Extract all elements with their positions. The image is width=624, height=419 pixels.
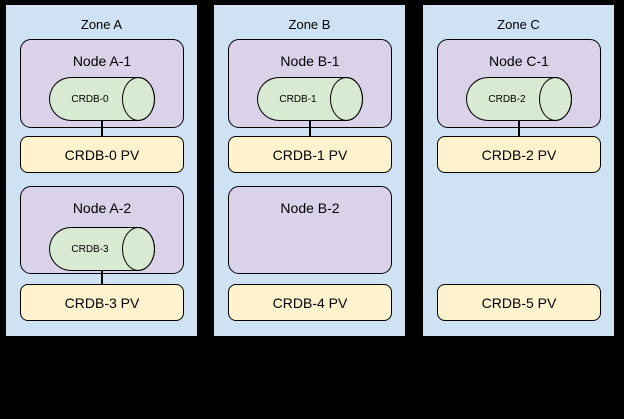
zone-a: Zone A Node A-1 CRDB-0 CRDB-0 PV Node A-… — [5, 4, 198, 337]
crdb-3-cylinder-label: CRDB-3 — [71, 243, 109, 255]
node-a-2: Node A-2 CRDB-3 — [20, 186, 184, 274]
pv-crdb-1-label: CRDB-1 PV — [272, 146, 348, 163]
pv-crdb-0-label: CRDB-0 PV — [64, 146, 140, 163]
node-a-2-label: Node A-2 — [72, 200, 132, 216]
node-a-1-label: Node A-1 — [72, 53, 132, 69]
crdb-2-cylinder: CRDB-2 — [466, 77, 572, 121]
node-b-2: Node B-2 — [228, 186, 392, 274]
pv-crdb-2: CRDB-2 PV — [437, 136, 601, 173]
node-b-1: Node B-1 CRDB-1 — [228, 39, 392, 128]
connector-a2-to-pv — [101, 270, 103, 284]
zone-b-label: Zone B — [288, 17, 331, 32]
node-b-2-label: Node B-2 — [280, 200, 340, 216]
crdb-1-cylinder-label: CRDB-1 — [279, 93, 317, 105]
connector-c1-to-pv — [518, 120, 520, 136]
connector-b1-to-pv — [309, 120, 311, 136]
crdb-0-cylinder-label: CRDB-0 — [71, 93, 109, 105]
crdb-1-cylinder: CRDB-1 — [257, 77, 363, 121]
crdb-0-cylinder: CRDB-0 — [49, 77, 155, 121]
crdb-2-cylinder-label: CRDB-2 — [488, 93, 526, 105]
zone-c-label: Zone C — [497, 17, 540, 32]
pv-crdb-3: CRDB-3 PV — [20, 284, 184, 321]
pv-crdb-5-label: CRDB-5 PV — [481, 294, 557, 311]
pv-crdb-4-label: CRDB-4 PV — [272, 294, 348, 311]
crdb-3-cylinder: CRDB-3 — [49, 227, 155, 271]
zone-b: Zone B Node B-1 CRDB-1 CRDB-1 PV Node B-… — [213, 4, 406, 337]
zone-c: Zone C Node C-1 CRDB-2 CRDB-2 PV CRDB-5 … — [422, 4, 615, 337]
node-a-1: Node A-1 CRDB-0 — [20, 39, 184, 128]
connector-a1-to-pv — [101, 120, 103, 136]
pv-crdb-4: CRDB-4 PV — [228, 284, 392, 321]
pv-crdb-0: CRDB-0 PV — [20, 136, 184, 173]
pv-crdb-5: CRDB-5 PV — [437, 284, 601, 321]
node-c-1: Node C-1 CRDB-2 — [437, 39, 601, 128]
pv-crdb-3-label: CRDB-3 PV — [64, 294, 140, 311]
node-c-1-label: Node C-1 — [489, 53, 549, 69]
pv-crdb-2-label: CRDB-2 PV — [481, 146, 557, 163]
node-b-1-label: Node B-1 — [280, 53, 340, 69]
pv-crdb-1: CRDB-1 PV — [228, 136, 392, 173]
zone-a-label: Zone A — [80, 17, 123, 32]
